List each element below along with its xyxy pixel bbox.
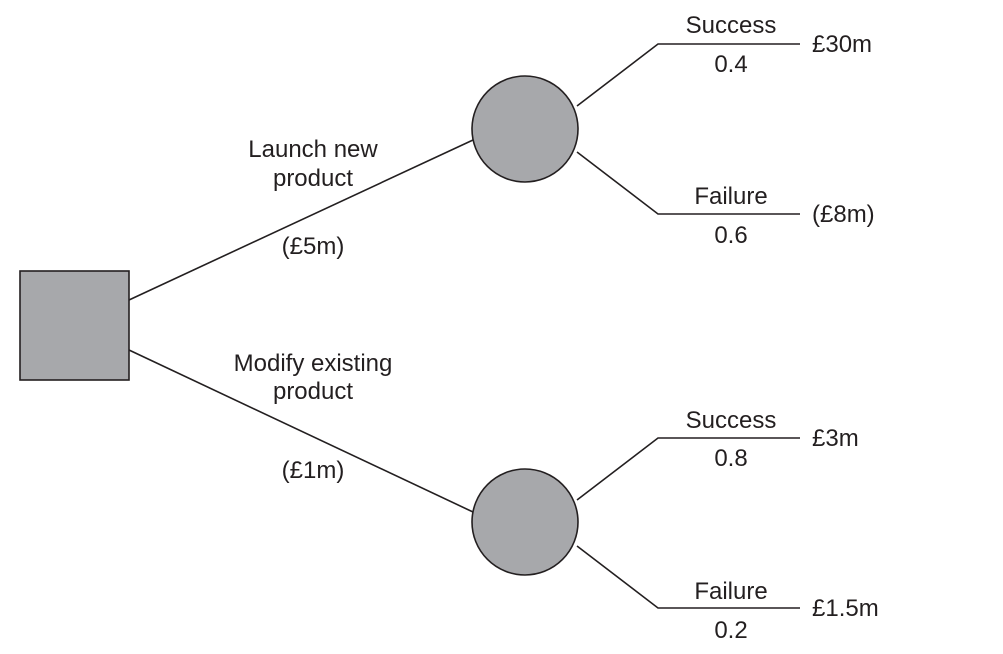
option-label-line1: Modify existing [234,350,393,377]
option-label-line2: product [273,165,353,192]
outcome-name: Failure [694,183,767,210]
branch-launch-success [576,43,800,107]
option-cost: (£1m) [282,457,345,484]
outcome-payoff: (£8m) [812,201,875,228]
outcome-payoff: £3m [812,425,859,452]
branch-launch-new-product [128,139,474,301]
option-label-line2: product [273,378,353,405]
outcome-probability: 0.8 [714,445,747,472]
outcome-name: Failure [694,578,767,605]
branch-modify-existing-product [128,349,474,513]
branch-modify-success [576,437,800,501]
outcome-name: Success [686,407,777,434]
outcome-name: Success [686,12,777,39]
outcome-probability: 0.6 [714,222,747,249]
outcome-probability: 0.4 [714,51,747,78]
outcome-payoff: £1.5m [812,595,879,622]
outcome-probability: 0.2 [714,617,747,644]
chance-node-modify [471,468,579,576]
option-cost: (£5m) [282,233,345,260]
outcome-payoff: £30m [812,31,872,58]
option-label-line1: Launch new [248,136,378,163]
branch-modify-failure [576,545,800,609]
chance-node-launch [471,75,579,183]
decision-node [19,270,130,381]
branch-launch-failure [576,151,800,215]
